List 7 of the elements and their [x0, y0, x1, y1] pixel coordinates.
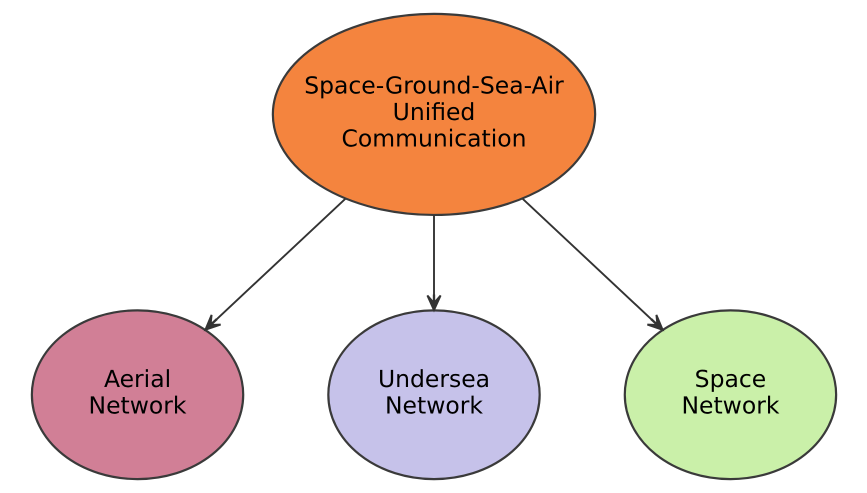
arrow [204, 198, 346, 331]
node-ellipse: Undersea Network [326, 309, 540, 480]
node-ellipse: Space Network [623, 309, 837, 480]
arrow [426, 215, 442, 312]
node-ellipse: Space-Ground-Sea-Air Unified Communication [271, 12, 596, 216]
node-ellipse: Aerial Network [30, 309, 244, 480]
arrow [521, 198, 664, 331]
